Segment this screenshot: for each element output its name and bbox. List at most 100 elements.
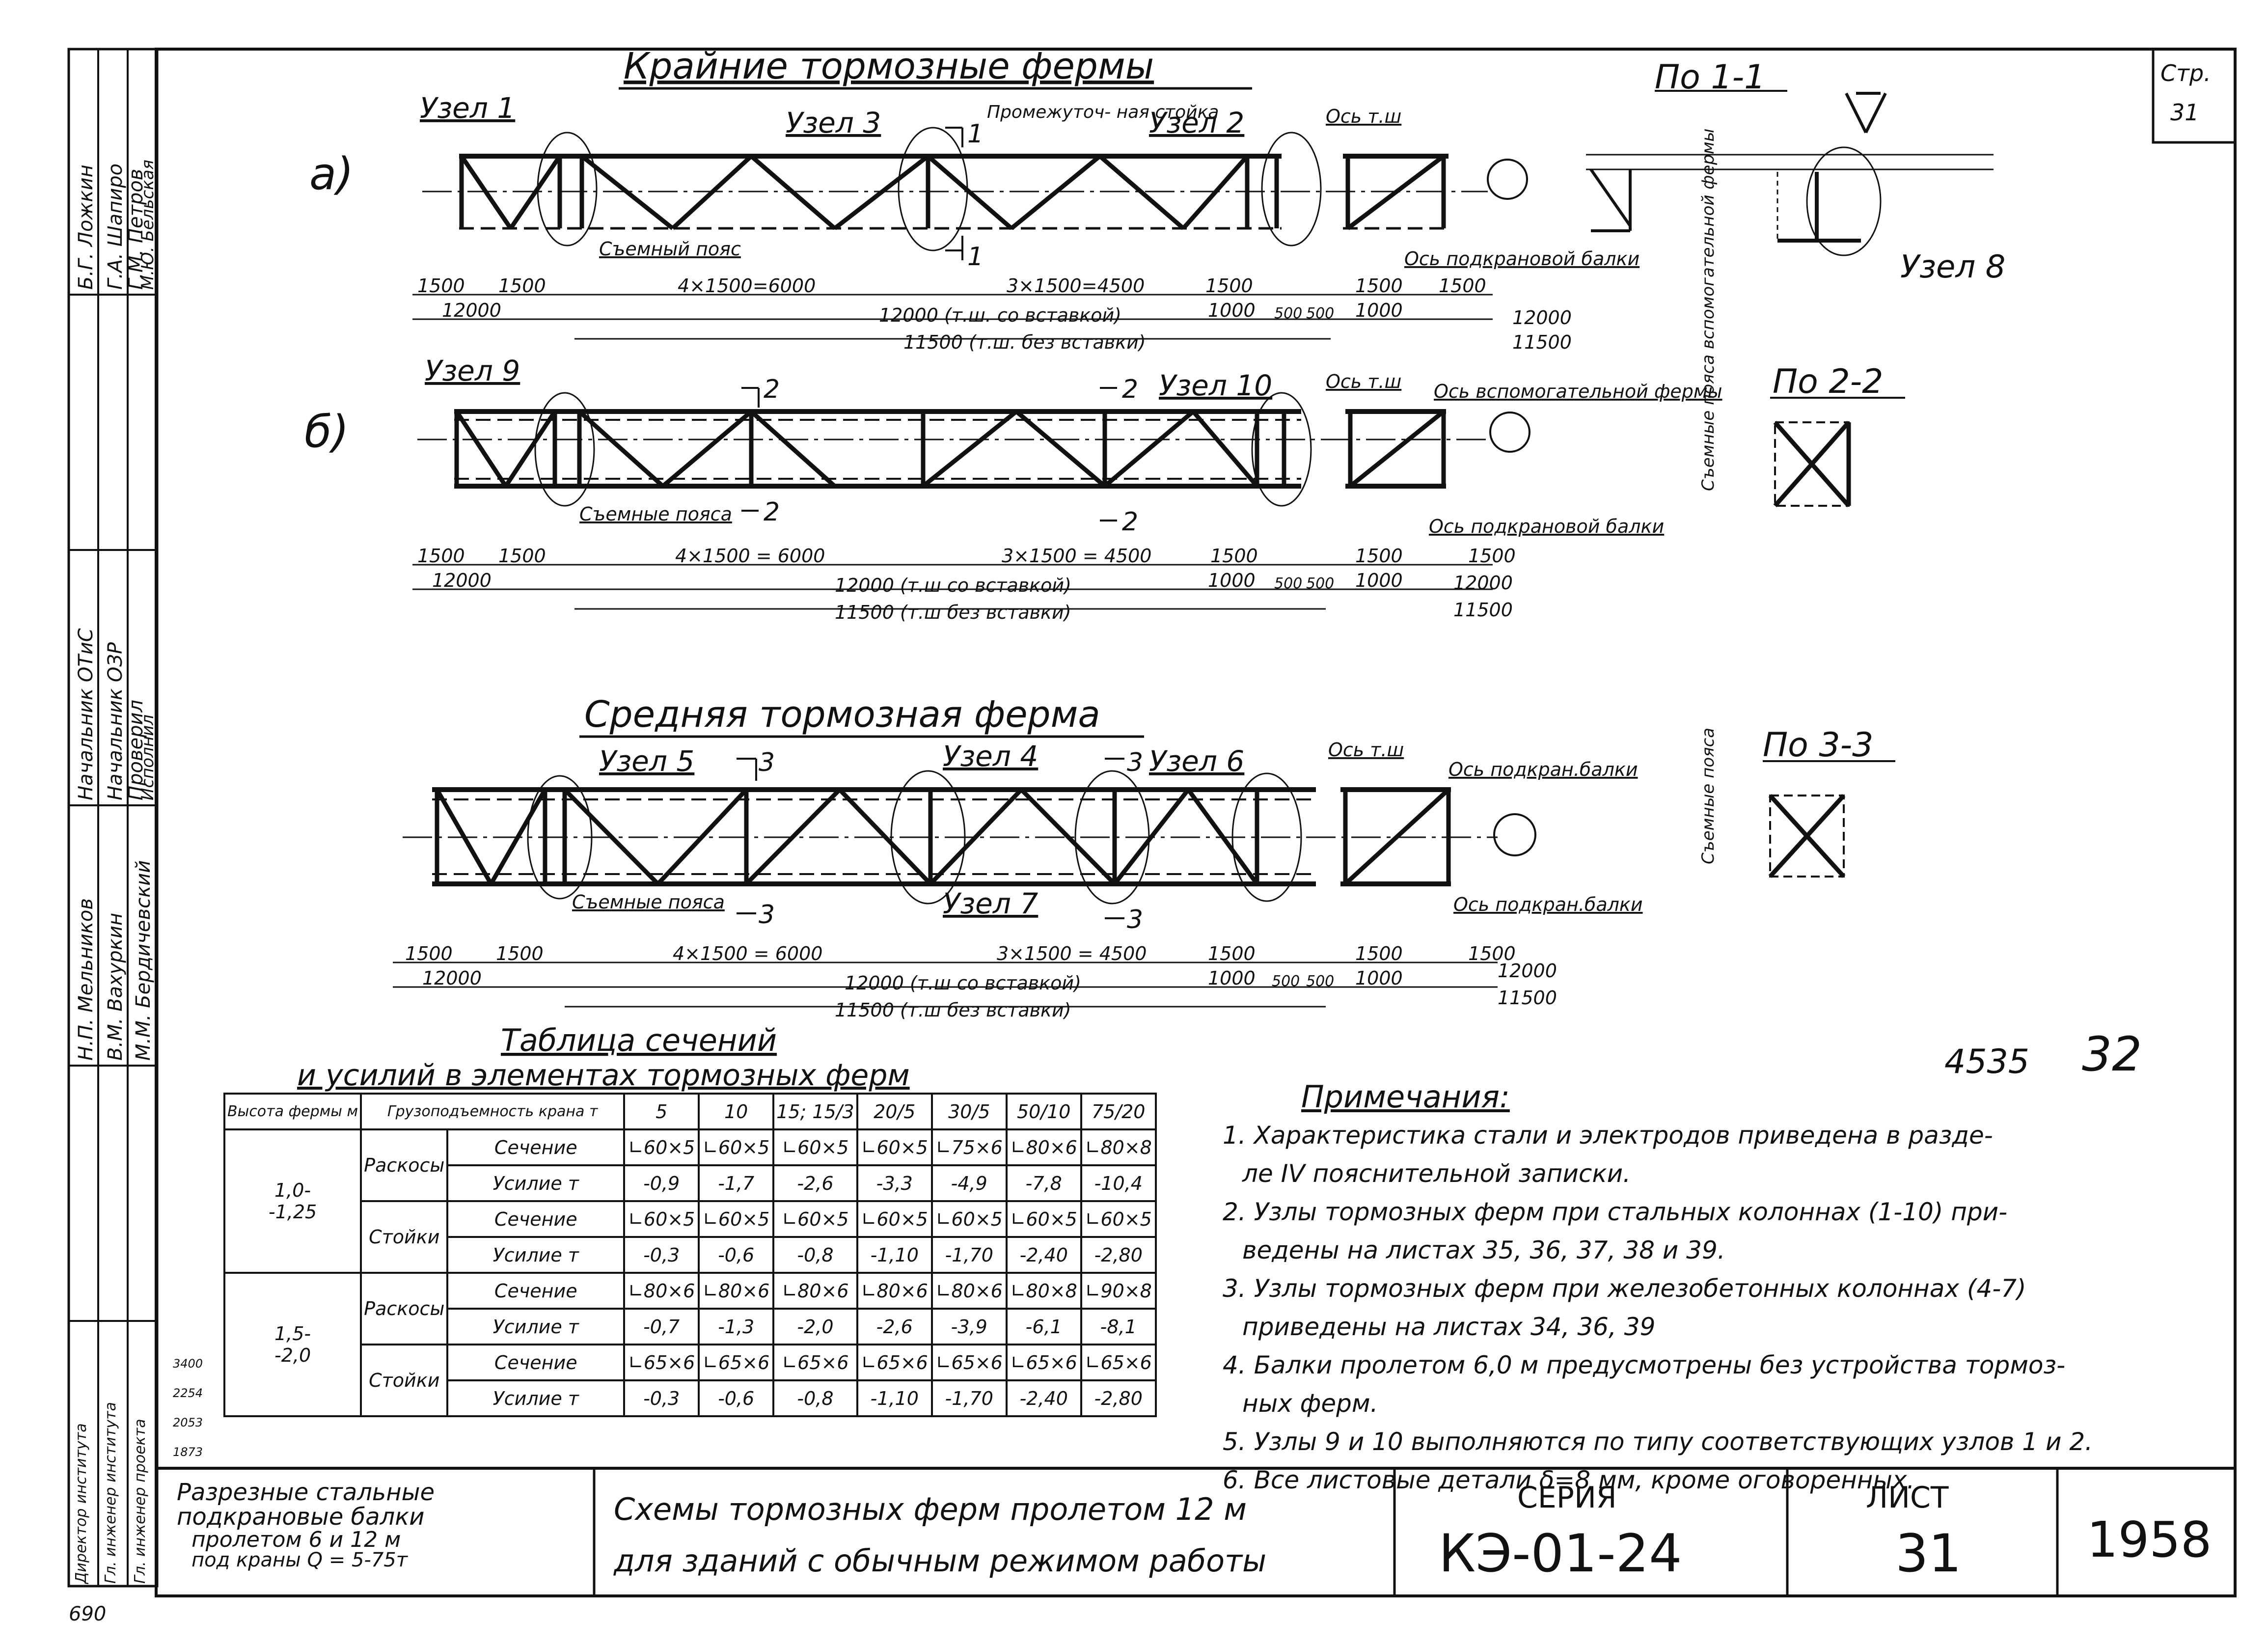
value-cell: ∟65×6 — [1080, 1344, 1157, 1381]
stamp-role-5: Директор института — [73, 1423, 90, 1585]
section-3-top-left: 3 — [759, 748, 775, 777]
crane-beam-axis-c-top: Ось подкран.балки — [1448, 759, 1638, 780]
dim-b-2: 1500 — [498, 545, 546, 567]
dim-b-4: 3×1500 = 4500 — [1002, 545, 1151, 567]
note-line-4: ведены на листах 35, 36, 37, 38 и 39. — [1242, 1236, 1725, 1264]
dim-b-total-without: 11500 (т.ш без вставки) — [835, 602, 1071, 623]
note-line-6: приведены на листах 34, 36, 39 — [1242, 1313, 1656, 1341]
notes-block: Примечания: 1. Характеристика стали и эл… — [1223, 1078, 2205, 1499]
tb-year: 1958 — [2087, 1511, 2212, 1568]
node-10-label: Узел 10 — [1159, 369, 1272, 402]
node-4-label: Узел 4 — [943, 740, 1038, 773]
truss-a-labels: Узел 1 Узел 3 Узел 2 Промежуточ- ная сто… — [417, 91, 1640, 353]
value-cell: -4,9 — [930, 1164, 1008, 1202]
dim-a-right-11500: 11500 — [1512, 331, 1572, 353]
stamp-number-2: 32 — [2082, 1027, 2142, 1082]
dim-a-500-1: 500 — [1274, 305, 1302, 322]
th-cap-4: 20/5 — [856, 1093, 933, 1130]
truss-c — [393, 735, 1536, 1008]
stamp-role-6: Гл. инженер института — [102, 1402, 119, 1584]
dim-c-4: 3×1500 = 4500 — [997, 943, 1147, 964]
value-cell: ∟60×5 — [623, 1128, 700, 1166]
stamp-name-5: Н.П. Мельников — [75, 898, 97, 1061]
dim-b-12000-left: 12000 — [432, 570, 492, 591]
value-cell: ∟80×6 — [623, 1272, 700, 1310]
node-7-label: Узел 7 — [943, 887, 1038, 920]
value-cell: ∟65×6 — [623, 1344, 700, 1381]
stamp-name-7: М.М. Бердичевский — [132, 860, 155, 1061]
note-line-2: ле IV пояснительной записки. — [1242, 1159, 1631, 1188]
note-line-3: 2. Узлы тормозных ферм при стальных коло… — [1223, 1198, 2008, 1226]
tb-left-1: Разрезные стальные — [177, 1479, 435, 1506]
crane-beam-axis-b: Ось подкрановой балки — [1429, 516, 1664, 537]
element-cell: Раскосы — [360, 1128, 449, 1202]
value-cell: ∟60×5 — [698, 1128, 775, 1166]
stamp-role-4: Исполнил — [138, 714, 158, 800]
th-cap-1: 5 — [623, 1093, 700, 1130]
stamp-role-7: Гл. инженер проекта — [132, 1419, 149, 1584]
dim-a-right-12000: 12000 — [1512, 307, 1572, 329]
dim-b-5: 1500 — [1210, 545, 1258, 567]
stamp-role-1: Начальник ОТиС — [75, 628, 97, 800]
value-cell: -3,3 — [856, 1164, 933, 1202]
node-5-label: Узел 5 — [599, 744, 694, 778]
value-cell: ∟60×5 — [772, 1200, 858, 1238]
dim-b-1000-right: 1000 — [1355, 570, 1403, 591]
section-2-top-left: 2 — [764, 375, 780, 404]
value-cell: -10,4 — [1080, 1164, 1157, 1202]
value-cell: -2,6 — [856, 1308, 933, 1345]
value-cell: ∟80×6 — [1005, 1128, 1082, 1166]
bottom-number: 690 — [69, 1603, 106, 1625]
kind-cell: Сечение — [446, 1272, 626, 1310]
truss-b: б) — [304, 387, 1530, 610]
side-stamp: Б.Г. Ложкин Г.А. Шапиро Г.М. Петров М.Ю.… — [73, 160, 203, 1585]
removable-chords-c: Съемные пояса — [572, 891, 725, 913]
dim-a-total-with: 12000 (т.ш. со вставкой) — [879, 304, 1121, 326]
element-cell: Стойки — [360, 1344, 449, 1417]
element-cell: Раскосы — [360, 1272, 449, 1345]
value-cell: -0,3 — [623, 1236, 700, 1274]
kind-cell: Усилие т — [446, 1308, 626, 1345]
value-cell: ∟75×6 — [930, 1128, 1008, 1166]
kind-cell: Усилие т — [446, 1164, 626, 1202]
section-3-bottom-right: 3 — [1127, 905, 1143, 934]
value-cell: -7,8 — [1005, 1164, 1082, 1202]
stamp-name-6: В.М. Вахуркин — [104, 913, 127, 1061]
dim-a-1000-left: 1000 — [1208, 300, 1256, 321]
dim-a-3: 4×1500=6000 — [678, 275, 816, 297]
dim-a-1000-right: 1000 — [1355, 300, 1403, 321]
value-cell: ∟80×8 — [1005, 1272, 1082, 1310]
section-2-top-right: 2 — [1122, 375, 1138, 404]
value-cell: -2,6 — [772, 1164, 858, 1202]
section-2-2-title: По 2-2 — [1773, 362, 1883, 401]
note-line-5: 3. Узлы тормозных ферм при железобетонны… — [1223, 1274, 2026, 1303]
th-cap-3: 15; 15/3 — [772, 1093, 858, 1130]
dim-c-1000-right: 1000 — [1355, 967, 1403, 989]
tb-center-2: для зданий с обычным режимом работы — [613, 1543, 1266, 1579]
note-line-9: 5. Узлы 9 и 10 выполняются по типу соотв… — [1223, 1427, 2093, 1456]
value-cell: -0,6 — [698, 1379, 775, 1417]
value-cell: ∟65×6 — [856, 1344, 933, 1381]
side-number-3: 2053 — [173, 1416, 203, 1429]
value-cell: -1,10 — [856, 1236, 933, 1274]
dim-a-7: 1500 — [1439, 275, 1486, 297]
value-cell: ∟80×6 — [772, 1272, 858, 1310]
section-2-bottom-right: 2 — [1122, 507, 1138, 537]
kind-cell: Сечение — [446, 1200, 626, 1238]
section-1-bottom: 1 — [967, 242, 984, 272]
outer-title: Крайние тормозные фермы — [624, 45, 1154, 87]
tb-series-label: СЕРИЯ — [1517, 1481, 1617, 1515]
sections-table: Высота фермы м Грузоподъемность крана т … — [223, 1093, 1157, 1417]
value-cell: ∟80×6 — [856, 1272, 933, 1310]
table-row: Усилие т-0,3-0,6-0,8-1,10-1,70-2,40-2,80 — [224, 1379, 1157, 1417]
dim-a-2: 1500 — [498, 275, 546, 297]
value-cell: ∟60×5 — [930, 1200, 1008, 1238]
element-cell: Стойки — [360, 1200, 449, 1274]
aux-truss-axis-b: Ось вспомогательной фермы — [1434, 381, 1722, 402]
note-line-10: 6. Все листовые детали δ=8 мм, кроме ого… — [1223, 1466, 1915, 1494]
value-cell: -2,40 — [1005, 1236, 1082, 1274]
value-cell: -2,80 — [1080, 1379, 1157, 1417]
note-line-7: 4. Балки пролетом 6,0 м предусмотрены бе… — [1223, 1351, 2066, 1379]
dim-b-1: 1500 — [417, 545, 465, 567]
